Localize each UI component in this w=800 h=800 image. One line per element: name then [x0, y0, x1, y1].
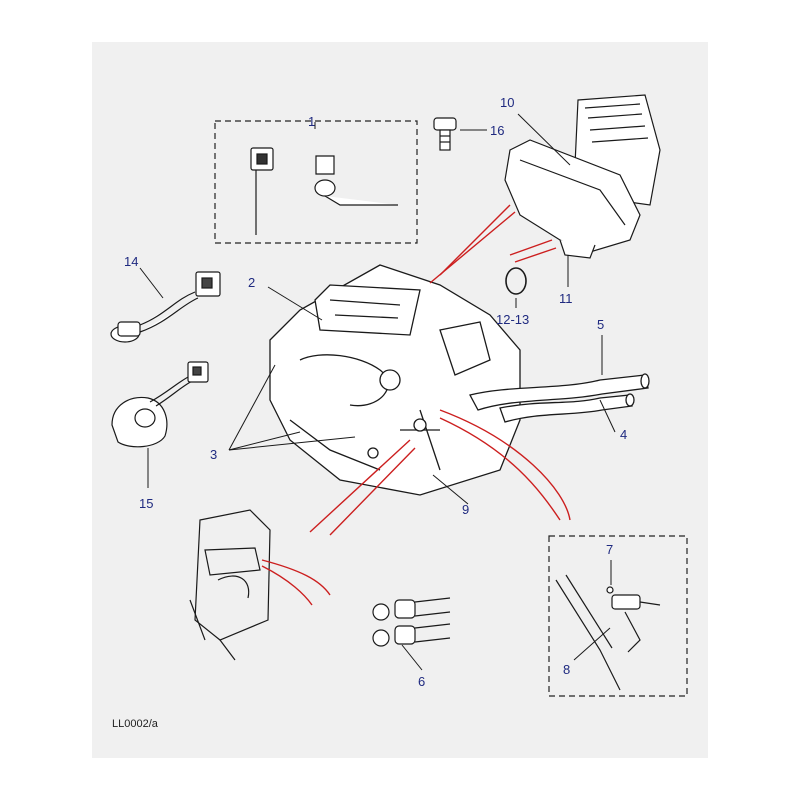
part-16-screw — [433, 117, 457, 151]
callout-9: 9 — [462, 502, 470, 517]
callout-2: 2 — [248, 275, 256, 290]
leader-lines — [139, 113, 616, 671]
part-14-switch — [110, 271, 221, 343]
callout-11: 11 — [559, 291, 573, 306]
part-15-motor — [111, 361, 209, 448]
mounting-detail — [189, 509, 271, 661]
callout-6: 6 — [418, 674, 426, 689]
callout-3: 3 — [210, 447, 218, 462]
inset-box-detail — [548, 535, 688, 697]
callout-8: 8 — [563, 662, 571, 677]
callout-12-13: 12-13 — [496, 312, 530, 327]
callout-4: 4 — [620, 427, 628, 442]
callout-1: 1 — [308, 114, 316, 129]
part-6-connectors — [372, 597, 451, 647]
callout-10: 10 — [500, 95, 515, 110]
parts-7-8-detail — [555, 574, 661, 691]
part-10-vent-housing — [504, 94, 661, 259]
inset-box-sensors — [214, 120, 418, 244]
highlight-lines — [261, 204, 571, 606]
callout-5: 5 — [597, 317, 605, 332]
callout-7: 7 — [606, 542, 614, 557]
callout-14: 14 — [124, 254, 139, 269]
parts-4-5-pipes — [469, 373, 650, 423]
part-12-13-o-ring — [505, 267, 527, 295]
heater-assembly — [269, 264, 521, 496]
figure-reference: LL0002/a — [112, 718, 158, 730]
callout-15: 15 — [139, 496, 154, 511]
part-1-sensors — [250, 147, 398, 235]
callout-16: 16 — [490, 123, 505, 138]
